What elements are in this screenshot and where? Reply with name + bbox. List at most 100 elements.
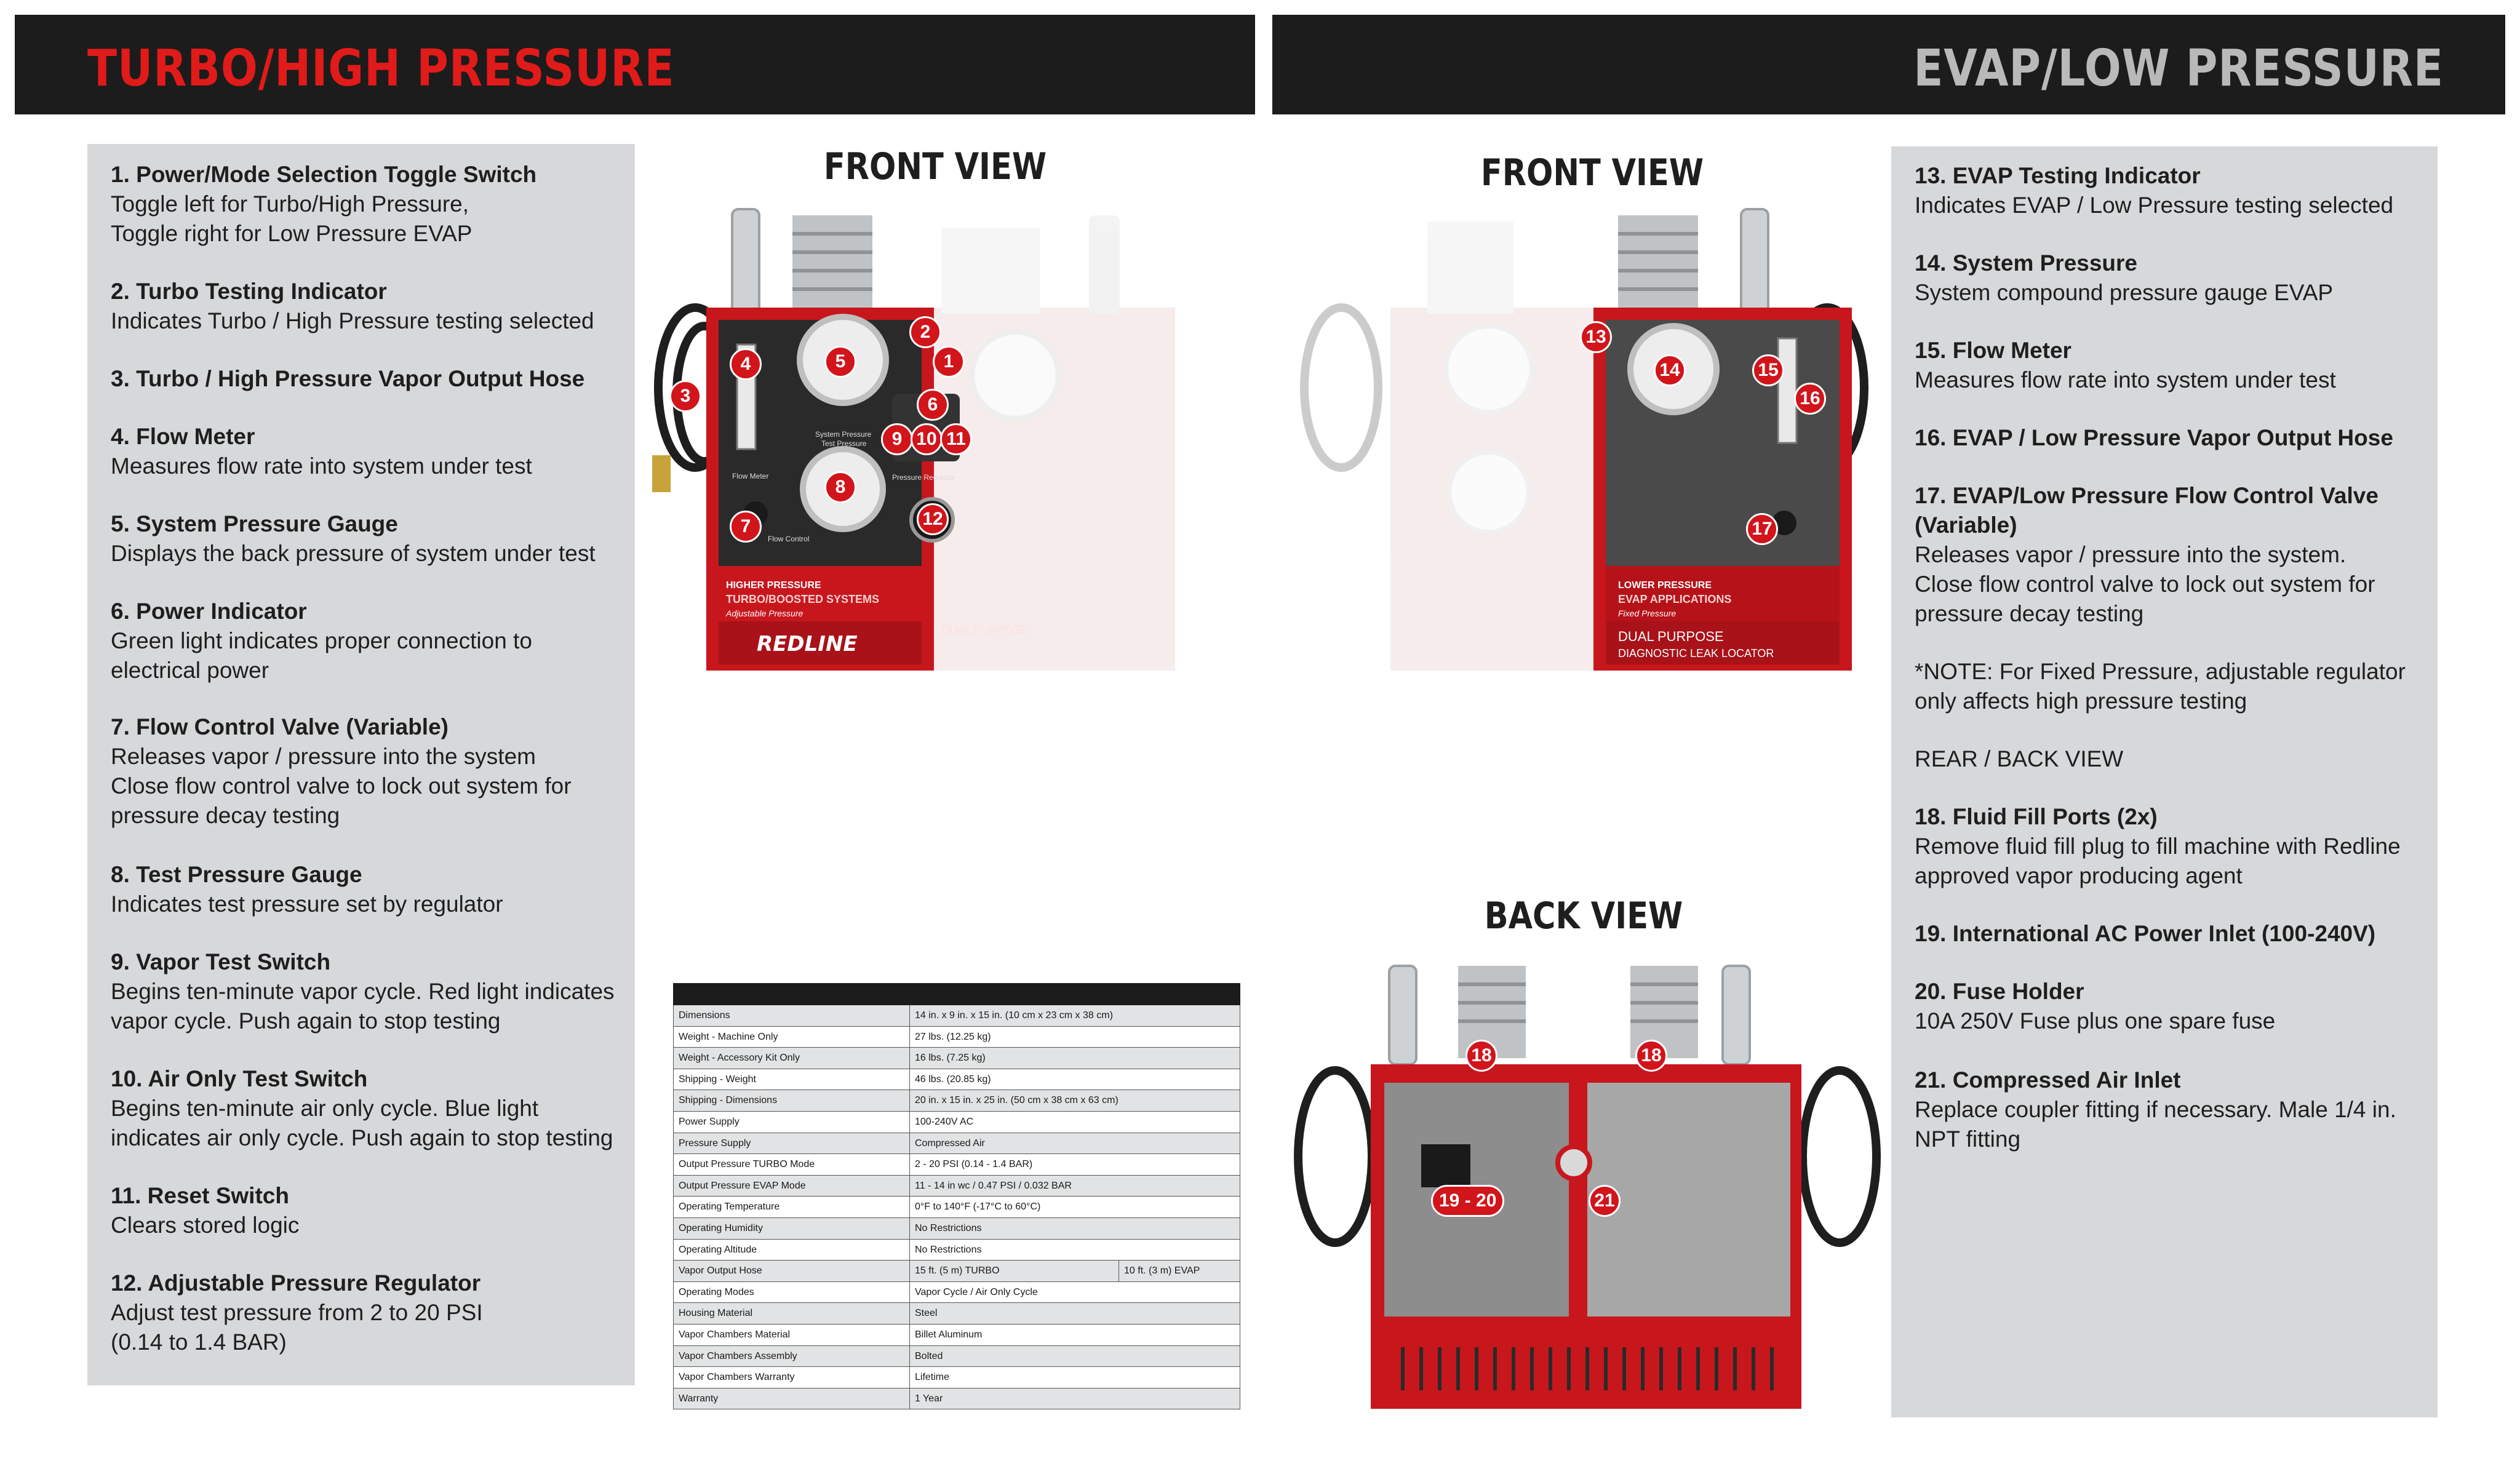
spec-value: Billet Aluminum: [915, 1329, 983, 1340]
callout-13: 13: [1580, 321, 1612, 353]
callout-16: 16: [1794, 383, 1826, 415]
feature-item: 7. Flow Control Valve (Variable)Releases…: [111, 714, 572, 828]
callout-19-20: 19 - 20: [1431, 1185, 1505, 1217]
feature-item: 3. Turbo / High Pressure Vapor Output Ho…: [111, 366, 585, 391]
spec-label: Dimensions: [674, 1005, 910, 1026]
feature-item: 19. International AC Power Inlet (100-24…: [1915, 921, 2376, 946]
spec-value: Compressed Air: [915, 1137, 985, 1149]
spec-row: Output Pressure TURBO Mode 2 - 20 PSI (0.…: [673, 1154, 1240, 1176]
callout-5: 5: [824, 346, 856, 378]
spec-label: Weight - Machine Only: [674, 1026, 910, 1048]
label-evap-applications: EVAP APPLICATIONS: [1618, 593, 1731, 605]
spec-value: Steel: [915, 1308, 938, 1319]
spec-value: No Restrictions: [915, 1222, 982, 1233]
spec-row: Vapor Chambers Material Billet Aluminum: [673, 1324, 1240, 1346]
spec-value: 15 ft. (5 m) TURBO: [915, 1265, 1000, 1277]
spec-row: Vapor Chambers Assembly Bolted: [673, 1345, 1240, 1368]
spec-label: Operating Altitude: [674, 1239, 910, 1261]
label-dual-purpose: DUAL PURPOSE: [941, 624, 1027, 636]
label-dual-purpose-evap: DUAL PURPOSE: [1618, 629, 1724, 644]
callout-2: 2: [909, 316, 941, 348]
spec-label: Pressure Supply: [674, 1133, 910, 1154]
feature-item: 17. EVAP/Low Pressure Flow Control Valve…: [1915, 483, 2378, 626]
spec-value: Lifetime: [915, 1372, 950, 1383]
spec-table-header: [673, 983, 1240, 1005]
label-flow-meter: Flow Meter: [732, 472, 768, 480]
callout-18b: 18: [1635, 1040, 1667, 1072]
turbo-section-banner: TURBO/HIGH PRESSURE: [15, 15, 1255, 114]
spec-label: Output Pressure EVAP Mode: [674, 1175, 910, 1197]
spec-label: Housing Material: [674, 1303, 910, 1324]
spec-label: Shipping - Dimensions: [674, 1090, 910, 1111]
spec-value: 46 lbs. (20.85 kg): [915, 1074, 991, 1085]
spec-row: Housing Material Steel: [673, 1303, 1240, 1325]
callout-6: 6: [917, 389, 949, 421]
spec-value: No Restrictions: [915, 1244, 982, 1255]
callout-17: 17: [1746, 513, 1778, 545]
feature-item: 16. EVAP / Low Pressure Vapor Output Hos…: [1915, 425, 2393, 450]
spec-row: Vapor Chambers Warranty Lifetime: [673, 1367, 1240, 1388]
callout-15: 15: [1752, 354, 1784, 386]
feature-subheading: REAR / BACK VIEW: [1915, 746, 2124, 771]
spec-value: Bolted: [915, 1350, 943, 1361]
label-higher-pressure: HIGHER PRESSURE: [726, 580, 821, 591]
callout-9: 9: [881, 423, 913, 455]
front-view-title-evap: FRONT VIEW: [1480, 151, 1704, 194]
spec-label: Operating Humidity: [674, 1217, 910, 1239]
front-view-turbo-image: HIGHER PRESSURE TURBO/BOOSTED SYSTEMS Ad…: [646, 203, 1224, 677]
spec-label: Power Supply: [674, 1111, 910, 1133]
spec-row: Shipping - Dimensions 20 in. x 15 in. x 2…: [673, 1090, 1240, 1112]
spec-value: 100-240V AC: [915, 1116, 974, 1127]
callout-12: 12: [917, 503, 949, 535]
callout-11: 11: [940, 423, 972, 455]
label-test-pressure: Test Pressure: [821, 439, 867, 448]
feature-item: 18. Fluid Fill Ports (2x)Remove fluid fi…: [1915, 804, 2401, 888]
label-pressure-regulator: Pressure Regulator: [892, 473, 955, 482]
spec-value: 20 in. x 15 in. x 25 in. (50 cm x 38 cm …: [915, 1095, 1118, 1106]
callout-21: 21: [1589, 1185, 1621, 1217]
spec-label: Output Pressure TURBO Mode: [674, 1154, 910, 1175]
spec-row: Warranty 1 Year: [673, 1388, 1240, 1410]
spec-label: Vapor Chambers Material: [674, 1324, 910, 1345]
spec-row: Operating Altitude No Restrictions: [673, 1239, 1240, 1261]
label-flow-control: Flow Control: [768, 535, 809, 543]
redline-logo: REDLINE: [757, 632, 858, 656]
callout-14: 14: [1654, 354, 1686, 386]
back-view-image: 18 18 19 - 20 21: [1280, 960, 1895, 1427]
label-fixed: Fixed Pressure: [1618, 608, 1676, 618]
spec-value: 1 Year: [915, 1393, 943, 1404]
spec-value: 2 - 20 PSI (0.14 - 1.4 BAR): [915, 1159, 1033, 1170]
label-system-pressure: System Pressure: [815, 430, 872, 439]
spec-row: Operating Humidity No Restrictions: [673, 1217, 1240, 1240]
spec-label: Operating Modes: [674, 1281, 910, 1303]
callout-8: 8: [824, 471, 856, 503]
spec-label: Warranty: [674, 1388, 910, 1409]
spec-label: Vapor Chambers Assembly: [674, 1345, 910, 1367]
label-lower-pressure: LOWER PRESSURE: [1618, 580, 1712, 591]
label-adjustable: Adjustable Pressure: [725, 608, 803, 618]
spec-label: Vapor Chambers Warranty: [674, 1367, 910, 1388]
spec-value: 16 lbs. (7.25 kg): [915, 1053, 986, 1064]
callout-10: 10: [911, 423, 943, 455]
